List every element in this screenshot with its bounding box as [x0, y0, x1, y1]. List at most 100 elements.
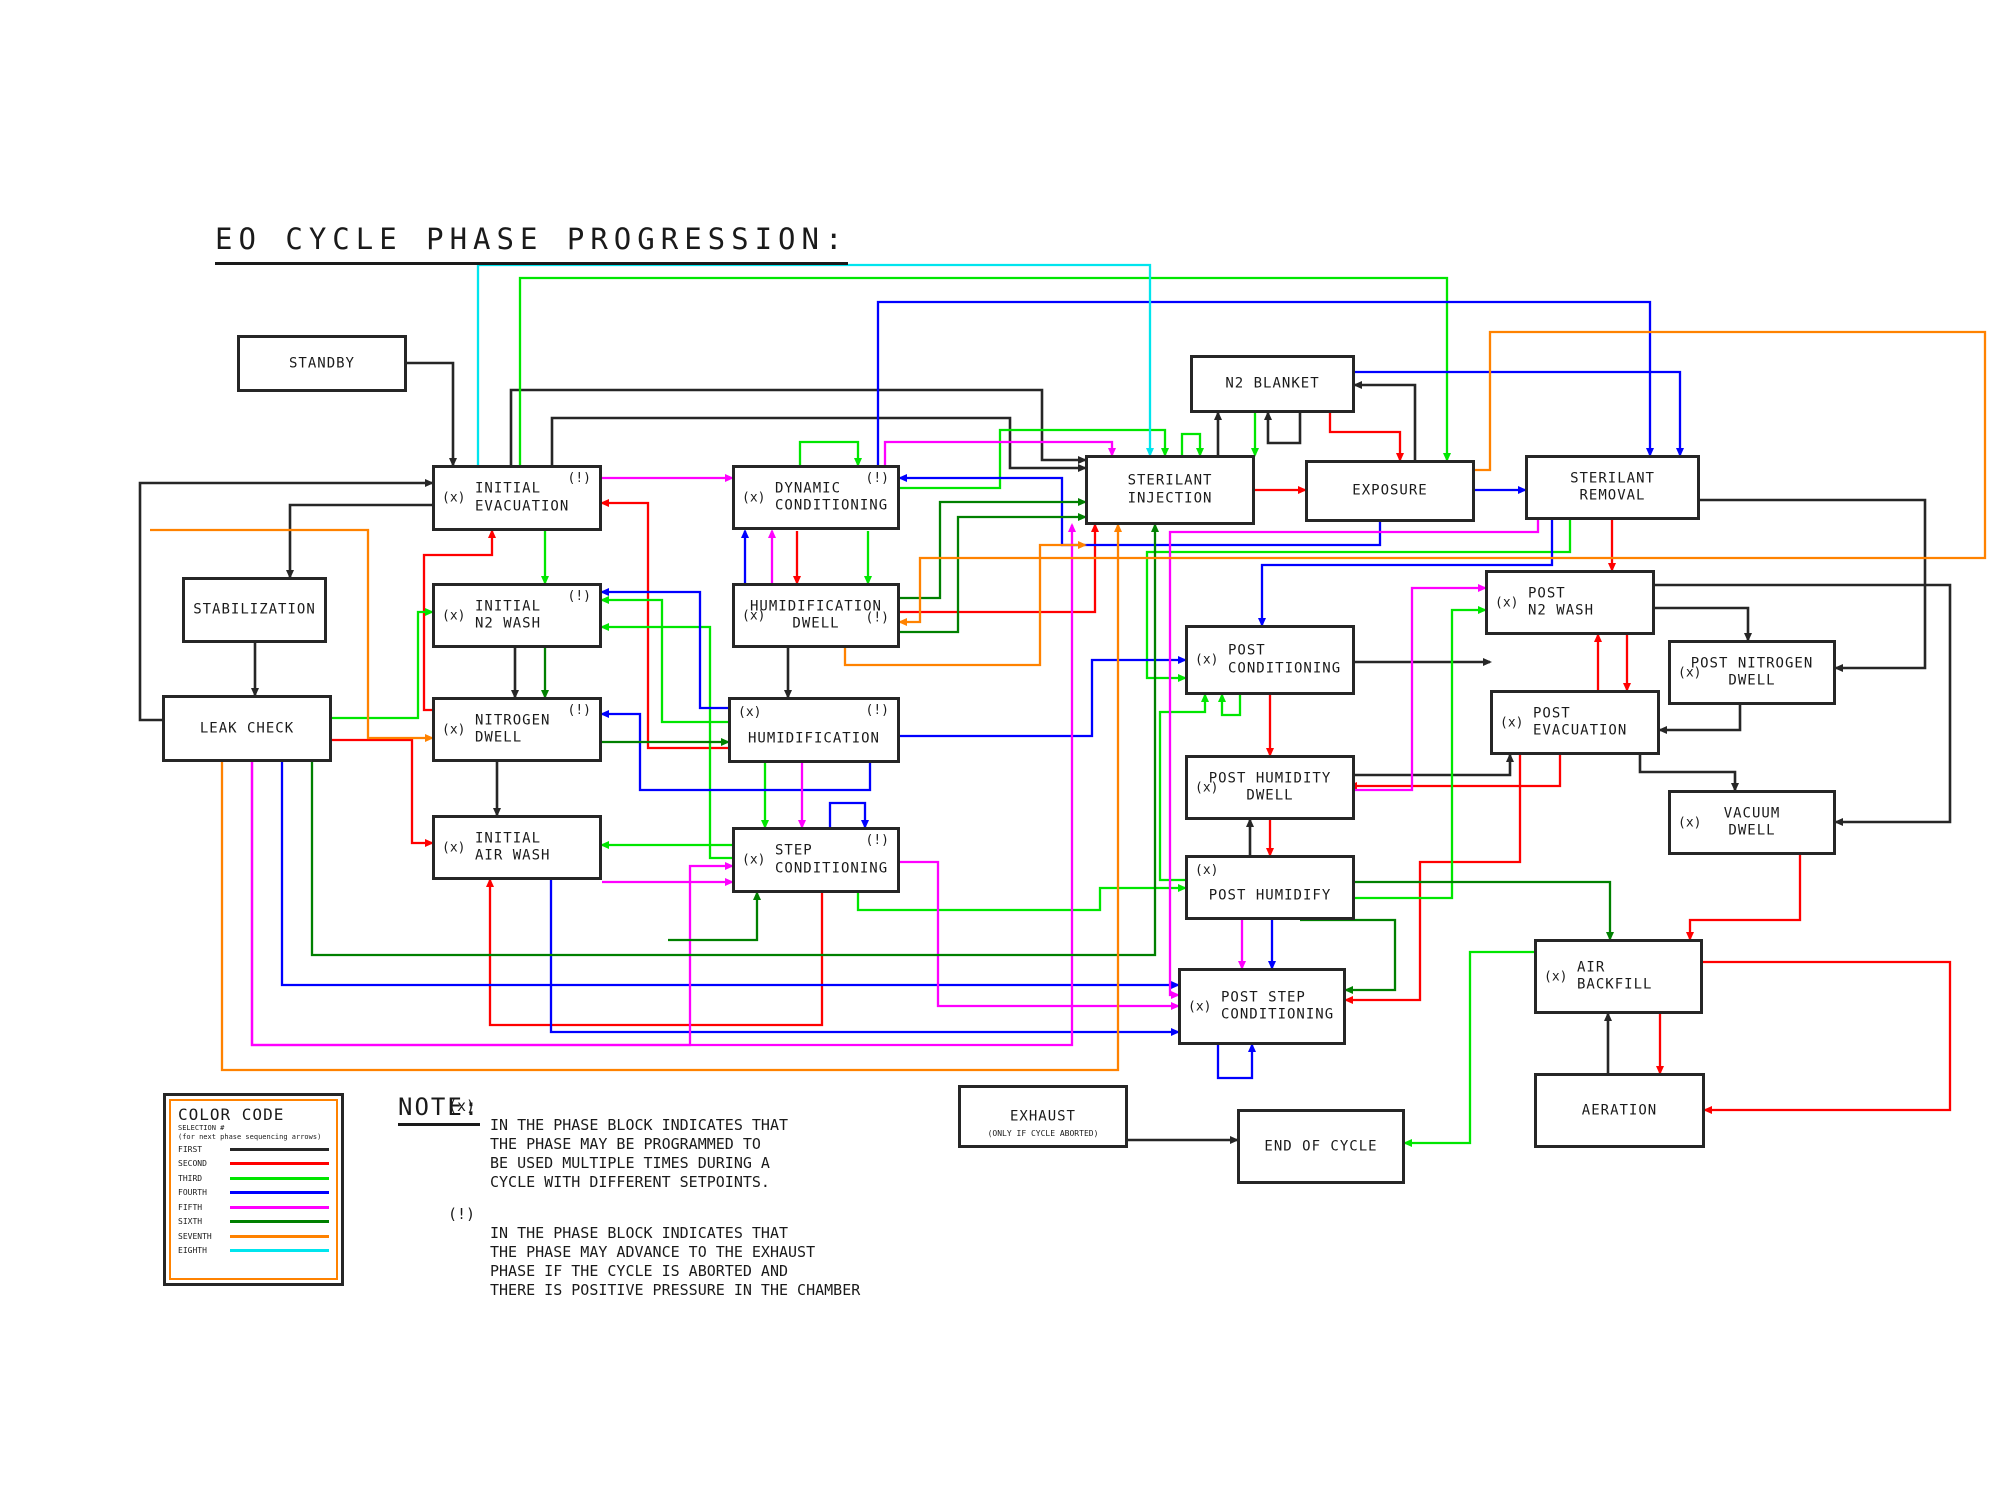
- phase-block-standby: STANDBY: [237, 335, 407, 392]
- note-item: (x)IN THE PHASE BLOCK INDICATES THAT THE…: [448, 1097, 960, 1192]
- edge-orange: [150, 528, 434, 742]
- phase-block-air-backfill: AIR BACKFILL(x): [1534, 939, 1703, 1014]
- legend-color-line: [230, 1191, 329, 1195]
- edge-green: [600, 596, 728, 724]
- phase-label: STERILANT INJECTION: [1127, 472, 1213, 507]
- edge-green: [856, 884, 1187, 912]
- phase-block-humidification-dwell: HUMIDIFICATION DWELL(x)(!): [732, 583, 900, 648]
- phase-block-initial-n2-wash: INITIAL N2 WASH(x)(!): [432, 583, 602, 648]
- phase-label: POST STEP CONDITIONING: [1221, 989, 1335, 1023]
- phase-block-exhaust: EXHAUST(ONLY IF CYCLE ABORTED): [958, 1085, 1128, 1148]
- phase-block-initial-evacuation: INITIAL EVACUATION(x)(!): [432, 465, 602, 531]
- phase-block-initial-air-wash: INITIAL AIR WASH(x): [432, 815, 602, 880]
- color-code-legend: COLOR CODE SELECTION # (for next phase s…: [163, 1093, 344, 1286]
- multi-use-marker: (x): [742, 490, 766, 505]
- edge-black: [138, 479, 434, 722]
- legend-title: COLOR CODE: [178, 1105, 285, 1124]
- edge-black: [1655, 606, 1752, 642]
- edge-magenta: [883, 440, 1116, 465]
- phase-label: INITIAL N2 WASH: [475, 598, 542, 632]
- phase-block-humidification: HUMIDIFICATION(x)(!): [728, 697, 900, 763]
- legend-color-line: [230, 1162, 329, 1166]
- edge-orange: [220, 523, 1122, 1072]
- legend-color-line: [230, 1176, 329, 1180]
- phase-block-vacuum-dwell: VACUUM DWELL(x): [1668, 790, 1836, 855]
- legend-color-line: [230, 1249, 329, 1253]
- phase-block-step-conditioning: STEP CONDITIONING(x)(!): [732, 827, 900, 893]
- edge-cyan: [476, 263, 1154, 465]
- phase-block-post-humidity-dwell: POST HUMIDITY DWELL(x): [1185, 755, 1355, 820]
- legend-row-second: SECOND: [178, 1157, 329, 1171]
- multi-use-marker: (x): [1678, 665, 1702, 680]
- phase-block-post-humidify: POST HUMIDIFY(x): [1185, 855, 1355, 920]
- edge-blue: [900, 656, 1187, 738]
- phase-label: NITROGEN DWELL: [475, 712, 551, 746]
- phase-label: POST EVACUATION: [1533, 705, 1628, 739]
- color-code-legend-inner: COLOR CODE SELECTION # (for next phase s…: [169, 1099, 338, 1280]
- note-item-marker: (!): [448, 1205, 476, 1223]
- phase-block-stabilization: STABILIZATION: [182, 577, 327, 643]
- abort-exhaust-marker: (!): [567, 471, 591, 486]
- legend-row-label: SIXTH: [178, 1217, 203, 1227]
- legend-row-fourth: FOURTH: [178, 1186, 329, 1200]
- edge-red: [1344, 755, 1522, 1004]
- phase-label: INITIAL EVACUATION: [475, 480, 570, 515]
- phase-label: STERILANT REMOVAL: [1570, 470, 1655, 504]
- legend-row-eighth: EIGHTH: [178, 1244, 329, 1258]
- phase-label: HUMIDIFICATION DWELL: [749, 598, 882, 632]
- phase-block-post-conditioning: POST CONDITIONING(x): [1185, 625, 1355, 695]
- edge-green: [900, 428, 1169, 490]
- legend-row-sixth: SIXTH: [178, 1215, 329, 1229]
- abort-exhaust-marker: (!): [865, 471, 889, 486]
- edge-blue: [280, 762, 1180, 989]
- phase-label: POST NITROGEN DWELL: [1690, 655, 1814, 689]
- edge-green: [1180, 432, 1204, 457]
- edge-red: [486, 878, 824, 1027]
- edge-black: [1350, 753, 1514, 777]
- edge-dkgreen: [1300, 918, 1397, 994]
- legend-row-label: THIRD: [178, 1173, 203, 1183]
- legend-row-label: SEVENTH: [178, 1231, 212, 1241]
- edge-green: [1145, 520, 1572, 682]
- legend-rows: FIRST SECOND THIRD FOURTH FIFTH SIXTH SEVENTH E…: [178, 1143, 329, 1258]
- phase-block-post-step-conditioning: POST STEP CONDITIONING(x): [1178, 968, 1346, 1045]
- legend-color-line: [230, 1147, 329, 1151]
- abort-exhaust-marker: (!): [865, 703, 889, 718]
- edge-green: [1355, 606, 1487, 900]
- phase-label: STANDBY: [288, 354, 355, 371]
- edge-black: [286, 503, 432, 579]
- edge-orange: [898, 330, 1987, 626]
- edge-green: [798, 440, 862, 467]
- phase-label: POST HUMIDIFY: [1208, 887, 1332, 904]
- edge-magenta: [1350, 584, 1487, 792]
- edge-black: [1658, 705, 1742, 734]
- legend-color-line: [230, 1220, 329, 1224]
- edge-dkgreen: [668, 891, 761, 942]
- phase-label: LEAK CHECK: [199, 719, 295, 736]
- edge-blue: [876, 300, 1654, 465]
- legend-row-label: FIRST: [178, 1144, 203, 1154]
- edge-blue: [828, 801, 869, 829]
- edge-black: [1638, 755, 1739, 792]
- edge-blue: [1216, 1043, 1256, 1080]
- legend-subtitle-2: (for next phase sequencing arrows): [178, 1132, 322, 1141]
- legend-row-label: FIFTH: [178, 1202, 203, 1212]
- edge-black: [1655, 583, 1952, 826]
- phase-block-nitrogen-dwell: NITROGEN DWELL(x)(!): [432, 697, 602, 762]
- phase-block-leak-check: LEAK CHECK: [162, 695, 332, 762]
- note-item: (!)IN THE PHASE BLOCK INDICATES THAT THE…: [448, 1205, 960, 1300]
- edge-black: [1700, 498, 1927, 672]
- edge-black: [1264, 411, 1302, 445]
- multi-use-marker: (x): [742, 852, 766, 868]
- phase-block-sterilant-injection: STERILANT INJECTION: [1085, 455, 1255, 525]
- multi-use-marker: (x): [442, 840, 466, 855]
- edge-magenta: [250, 523, 1076, 1047]
- phase-label: POST HUMIDITY DWELL: [1208, 770, 1332, 804]
- legend-color-line: [230, 1205, 329, 1209]
- edge-green: [1158, 693, 1209, 882]
- edge-red: [1686, 855, 1802, 941]
- edge-magenta: [1168, 520, 1540, 999]
- multi-use-marker: (x): [1495, 595, 1519, 610]
- phase-label: AIR BACKFILL: [1577, 959, 1653, 993]
